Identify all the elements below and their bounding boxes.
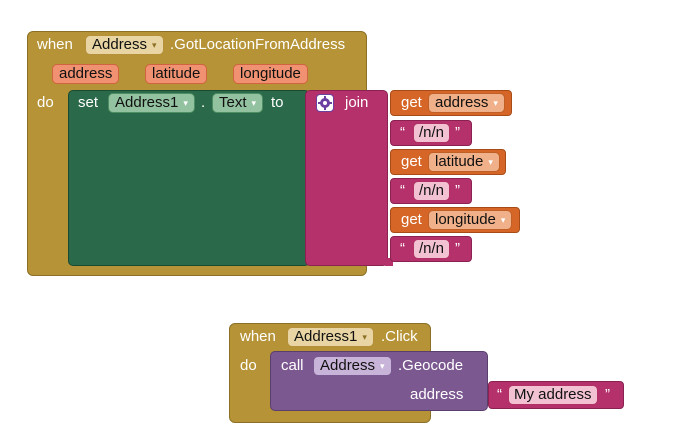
get-longitude-dropdown[interactable]: longitude ▾	[428, 210, 513, 230]
param-longitude-label: longitude	[240, 65, 301, 82]
text-1-open-quote: “	[400, 124, 405, 141]
set-component-dropdown[interactable]: Address1 ▾	[108, 93, 195, 113]
set-label: set	[78, 94, 99, 111]
chevron-down-icon: ▾	[380, 361, 385, 371]
text-3-value[interactable]: /n/n	[413, 239, 451, 259]
event-when-label: when	[37, 36, 73, 53]
get-latitude-var: latitude	[435, 153, 484, 170]
param-latitude[interactable]: latitude	[145, 64, 208, 84]
chevron-down-icon: ▾	[183, 98, 188, 108]
call-arg-name: address	[410, 386, 464, 403]
get-address-var: address	[435, 94, 489, 111]
join-block-tail	[385, 258, 393, 266]
set-property-dropdown[interactable]: Text ▾	[212, 93, 264, 113]
get-longitude-label: get	[401, 211, 422, 228]
text-2-close-quote: ”	[455, 182, 460, 199]
click-event-label: .Click	[381, 328, 418, 345]
call-method-label: .Geocode	[398, 357, 464, 374]
text-2-open-quote: “	[400, 182, 405, 199]
chevron-down-icon: ▾	[493, 98, 498, 108]
chevron-down-icon: ▾	[362, 332, 367, 342]
event-component-label: Address	[92, 36, 148, 53]
set-component-label: Address1	[115, 94, 179, 111]
gear-icon[interactable]	[316, 94, 334, 112]
my-address-open-quote: “	[497, 386, 502, 403]
click-when-label: when	[240, 328, 276, 345]
text-1-close-quote: ”	[455, 124, 460, 141]
event-name-label: .GotLocationFromAddress	[170, 36, 346, 53]
param-latitude-label: latitude	[152, 65, 201, 82]
param-address[interactable]: address	[52, 64, 120, 84]
click-component-label: Address1	[294, 328, 358, 345]
set-property-label: Text	[219, 94, 247, 111]
click-component-dropdown[interactable]: Address1 ▾	[287, 327, 374, 347]
click-do-label: do	[240, 357, 257, 374]
text-3-close-quote: ”	[455, 240, 460, 257]
text-1-value-label: /n/n	[419, 124, 445, 141]
set-dot: .	[201, 94, 206, 111]
chevron-down-icon: ▾	[251, 98, 257, 108]
get-latitude-label: get	[401, 153, 422, 170]
call-component-dropdown[interactable]: Address ▾	[313, 356, 392, 376]
my-address-close-quote: ”	[605, 386, 610, 403]
chevron-down-icon: ▾	[488, 157, 493, 167]
chevron-down-icon: ▾	[152, 40, 157, 50]
my-address-value-label: My address	[514, 386, 592, 403]
text-3-value-label: /n/n	[419, 240, 445, 257]
get-latitude-dropdown[interactable]: latitude ▾	[428, 152, 500, 172]
event-component-dropdown[interactable]: Address ▾	[85, 35, 164, 55]
text-3-open-quote: “	[400, 240, 405, 257]
set-block[interactable]	[68, 90, 310, 266]
join-label: join	[345, 94, 369, 111]
join-block[interactable]	[305, 90, 388, 266]
call-component-label: Address	[320, 357, 376, 374]
get-address-label: get	[401, 94, 422, 111]
get-longitude-var: longitude	[435, 211, 496, 228]
text-1-value[interactable]: /n/n	[413, 123, 451, 143]
text-2-value-label: /n/n	[419, 182, 445, 199]
call-label: call	[281, 357, 304, 374]
set-to-label: to	[271, 94, 284, 111]
event-do-label: do	[37, 94, 54, 111]
param-address-label: address	[59, 65, 113, 82]
get-address-dropdown[interactable]: address ▾	[428, 93, 505, 113]
text-2-value[interactable]: /n/n	[413, 181, 451, 201]
param-longitude[interactable]: longitude	[233, 64, 308, 84]
my-address-value[interactable]: My address	[508, 385, 598, 405]
chevron-down-icon: ▾	[500, 215, 506, 225]
